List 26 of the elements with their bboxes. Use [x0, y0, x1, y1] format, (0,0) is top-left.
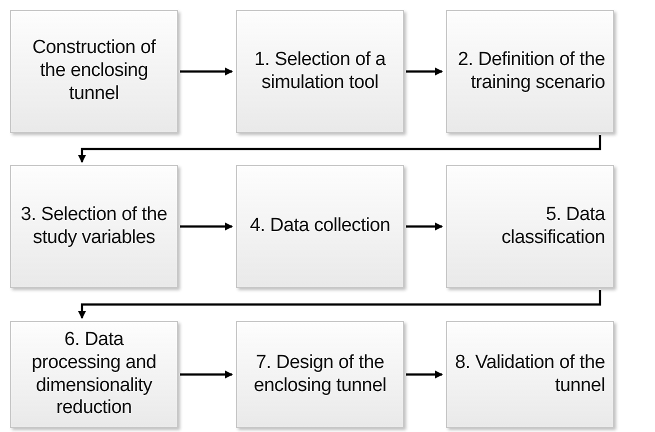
- step-text: 6. Data processing and dimensionality reduction: [30, 328, 158, 420]
- step-text: 8. Validation of the tunnel: [455, 352, 605, 398]
- process-box: [446, 10, 614, 133]
- arrow: [180, 370, 233, 378]
- process-box: [10, 321, 178, 428]
- process-box: [236, 165, 404, 288]
- step-text: 3. Selection of the study variables: [20, 204, 168, 250]
- arrow: [78, 135, 602, 163]
- arrow: [78, 290, 602, 319]
- arrow: [406, 370, 443, 378]
- step-text: 4. Data collection: [248, 215, 392, 238]
- process-box: [10, 165, 178, 288]
- arrow: [180, 222, 233, 230]
- process-box: [236, 10, 404, 133]
- step-text: Construction of the enclosing tunnel: [31, 37, 157, 106]
- process-box: [236, 321, 404, 428]
- arrow: [180, 68, 233, 76]
- arrow: [406, 68, 443, 76]
- step-text: 1. Selection of a simulation tool: [253, 48, 387, 94]
- step-text: 5. Data classification: [500, 204, 605, 250]
- step-text: 2. Definition of the training scenario: [456, 48, 605, 94]
- process-box: [446, 165, 614, 288]
- process-box: [446, 321, 614, 428]
- step-text: 7. Design of the enclosing tunnel: [252, 352, 388, 398]
- arrow: [406, 222, 443, 230]
- process-box: [10, 10, 178, 133]
